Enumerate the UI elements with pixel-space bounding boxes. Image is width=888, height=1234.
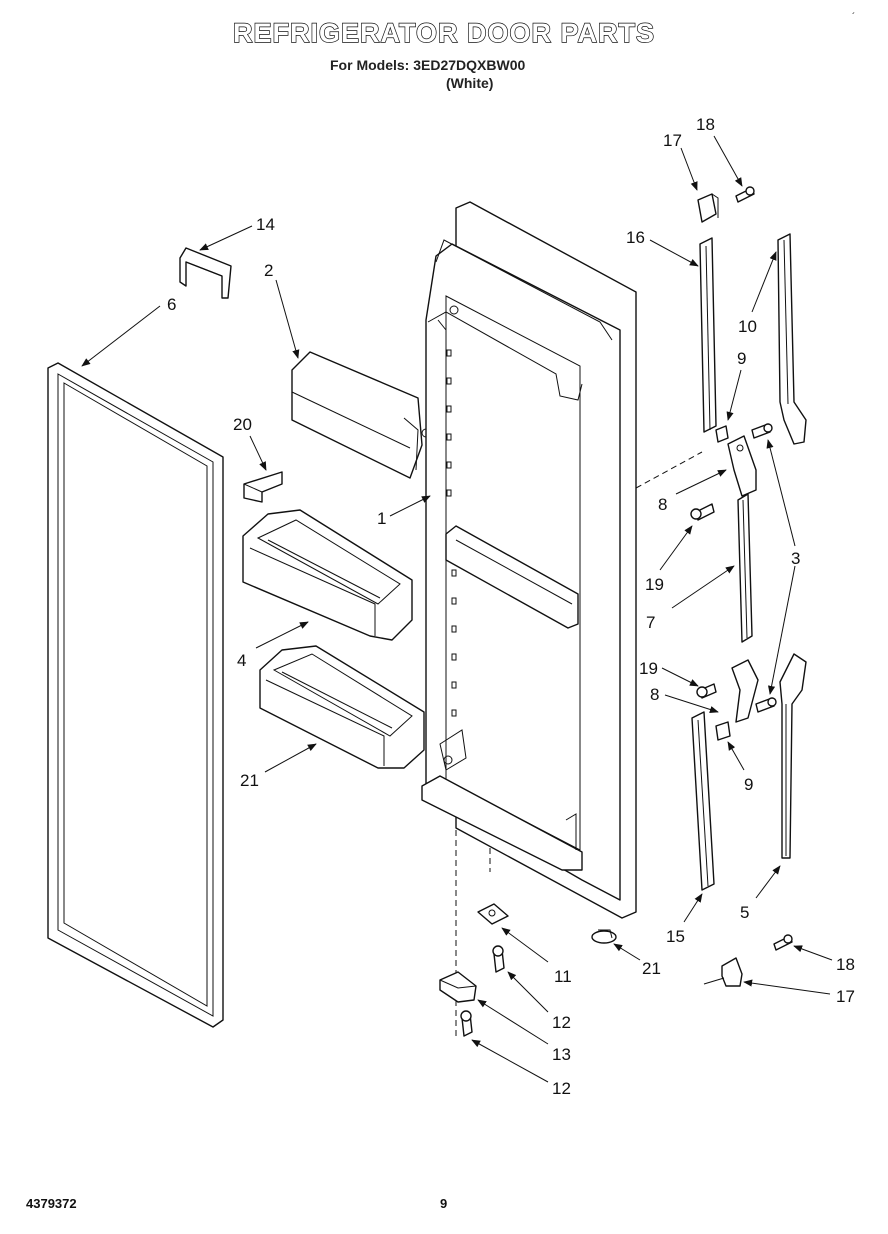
- screw-part-18-lower: [773, 934, 793, 951]
- models-line: For Models: 3ED27DQXBW00: [330, 57, 526, 73]
- clip-part-9-lower: [715, 721, 731, 741]
- callout-2: 2: [264, 261, 273, 280]
- handle-trim-part-7: [737, 493, 753, 643]
- handle-part-10: [777, 233, 807, 445]
- shelf-hole-column: [446, 349, 457, 717]
- dairy-door-part-2: [291, 351, 431, 479]
- callout-9-upper: 9: [737, 349, 746, 368]
- callout-11: 11: [554, 967, 572, 986]
- clip-part-14: [179, 247, 232, 299]
- callout-19-upper: 19: [645, 575, 664, 594]
- callout-18-top: 18: [696, 115, 715, 134]
- callout-13: 13: [552, 1045, 571, 1064]
- callout-8-upper: 8: [658, 495, 667, 514]
- callout-12-lower: 12: [552, 1079, 571, 1098]
- callout-10: 10: [738, 317, 757, 336]
- corner-mark: ´: [852, 12, 856, 23]
- callout-15: 15: [666, 927, 685, 946]
- handle-mount-part-8-upper: [727, 435, 757, 497]
- callout-1: 1: [377, 509, 386, 528]
- bracket-part-20: [243, 471, 283, 503]
- hinge-bracket-part-11: [477, 903, 509, 925]
- gasket-part-6: [47, 362, 224, 1028]
- hinge-axis-upper: [635, 451, 703, 489]
- screw-part-19-upper: [690, 503, 715, 521]
- page-number: 9: [440, 1196, 448, 1211]
- screw-part-3-lower: [755, 697, 777, 713]
- screw-part-3-upper: [751, 423, 773, 439]
- screw-part-19-lower: [696, 683, 717, 699]
- page-title: REFRIGERATOR DOOR PARTS: [232, 17, 655, 48]
- handle-mount-part-8-lower: [731, 659, 759, 723]
- glide-part-21: [591, 929, 617, 944]
- callout-20: 20: [233, 415, 252, 434]
- handle-part-5: [779, 653, 807, 859]
- hinge-cap-part-17-top: [697, 193, 719, 223]
- callout-6: 6: [167, 295, 176, 314]
- callout-4: 4: [237, 651, 246, 670]
- callout-21-glide: 21: [642, 959, 661, 978]
- callout-8-lower: 8: [650, 685, 659, 704]
- callout-3: 3: [791, 549, 800, 568]
- callout-17-lower: 17: [836, 987, 855, 1006]
- callout-18-lower: 18: [836, 955, 855, 974]
- clip-part-9-upper: [715, 425, 729, 443]
- variant-label: (White): [446, 75, 494, 91]
- leader-lines: [81, 135, 833, 1083]
- callout-9-lower: 9: [744, 775, 753, 794]
- callout-17-top: 17: [663, 131, 682, 150]
- hinge-cap-part-17-lower: [703, 957, 743, 987]
- screw-part-12-upper: [492, 945, 505, 973]
- callout-16: 16: [626, 228, 645, 247]
- trim-part-16: [699, 237, 717, 433]
- callout-7: 7: [646, 613, 655, 632]
- callout-5: 5: [740, 903, 749, 922]
- door-part-1: [421, 201, 637, 919]
- callout-19-lower: 19: [639, 659, 658, 678]
- screw-part-12-lower: [460, 1010, 473, 1037]
- door-bin-part-4: [242, 509, 413, 641]
- callout-labels: 17 18 14 2 16 6 10 9 20 1 8 3 19 7 4 19 …: [167, 115, 855, 1098]
- document-number: 4379372: [26, 1196, 77, 1211]
- trim-part-15: [691, 711, 715, 891]
- callout-12-upper: 12: [552, 1013, 571, 1032]
- door-bin-part-21: [259, 645, 425, 769]
- callout-14: 14: [256, 215, 275, 234]
- hinge-part-13: [439, 971, 477, 1003]
- screw-part-18-top: [735, 186, 755, 203]
- callout-21-bin: 21: [240, 771, 259, 790]
